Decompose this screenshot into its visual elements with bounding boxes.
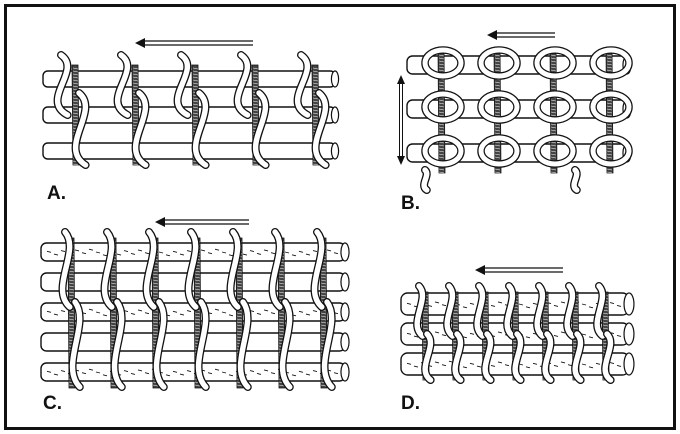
direction-arrow — [135, 38, 253, 48]
weaver-wrap — [477, 90, 521, 124]
panel-c-drawing — [40, 217, 350, 391]
weaver-end — [420, 166, 431, 194]
panel-c-label: C. — [43, 393, 62, 414]
weaver-strand — [53, 51, 72, 119]
panel-c — [35, 212, 355, 397]
weaver-strand — [268, 228, 284, 311]
weaver-strand — [413, 282, 427, 340]
weaver-strand — [100, 228, 116, 311]
weaver-wrap — [533, 90, 577, 124]
direction-arrow-vertical — [397, 75, 405, 165]
weaver-strand — [503, 282, 517, 340]
weaver-wrap — [589, 90, 633, 124]
weaver-wrap — [533, 134, 577, 168]
direction-arrow — [487, 30, 555, 40]
weaver-wrap — [533, 46, 577, 80]
panel-a — [35, 35, 345, 195]
panel-b-label: B. — [401, 193, 420, 214]
weaver-strand — [541, 330, 555, 384]
panel-a-drawing — [42, 38, 340, 169]
weaver-strand — [236, 298, 252, 391]
stake — [437, 48, 446, 174]
weaver-strand — [251, 89, 270, 169]
weaver-strand — [451, 330, 465, 384]
weaver-strand — [473, 282, 487, 340]
rod — [42, 70, 340, 88]
weaver-strand — [226, 228, 242, 311]
panel-b — [395, 25, 645, 195]
panel-a-label: A. — [47, 183, 66, 204]
weaver-strand — [71, 89, 90, 169]
panel-d-drawing — [400, 265, 635, 384]
weaver-strand — [571, 330, 585, 384]
weaver-strand — [191, 89, 210, 169]
stake — [549, 48, 558, 174]
weaver-strand — [511, 330, 525, 384]
weaver-wrap — [477, 134, 521, 168]
weaver-wrap — [421, 46, 465, 80]
weaver-wrap — [589, 46, 633, 80]
panel-b-drawing — [397, 30, 633, 194]
weaver-wrap — [589, 134, 633, 168]
weaver-wrap — [421, 134, 465, 168]
direction-arrow — [475, 265, 563, 275]
weaver-strand — [293, 51, 312, 119]
weaver-strand — [421, 330, 435, 384]
weaver-end — [570, 166, 581, 194]
weaver-strand — [184, 228, 200, 311]
rod — [42, 142, 340, 160]
direction-arrow — [155, 217, 249, 227]
weaver-wrap — [477, 46, 521, 80]
weaver-strand — [68, 298, 84, 391]
weaver-strand — [131, 89, 150, 169]
weaver-strand — [278, 298, 294, 391]
weaver-strand — [563, 282, 577, 340]
figure-frame: A. B. C. D. — [4, 4, 676, 430]
stake — [493, 48, 502, 174]
weaver-strand — [194, 298, 210, 391]
weaver-strand — [113, 51, 132, 119]
weaver-strand — [601, 330, 615, 384]
stake — [605, 48, 614, 174]
weaver-strand — [58, 228, 74, 311]
weaver-strand — [142, 228, 158, 311]
weaver-strand — [481, 330, 495, 384]
weaver-strand — [311, 89, 330, 169]
weaver-strand — [310, 228, 326, 311]
panel-d-label: D. — [401, 393, 420, 414]
weaver-strand — [233, 51, 252, 119]
weaver-strand — [320, 298, 336, 391]
weaver-strand — [533, 282, 547, 340]
weaver-wrap — [421, 90, 465, 124]
weaver-strand — [443, 282, 457, 340]
weaver-strand — [173, 51, 192, 119]
weaver-strand — [110, 298, 126, 391]
weaver-strand — [593, 282, 607, 340]
panel-d — [395, 262, 645, 387]
weaver-strand — [152, 298, 168, 391]
